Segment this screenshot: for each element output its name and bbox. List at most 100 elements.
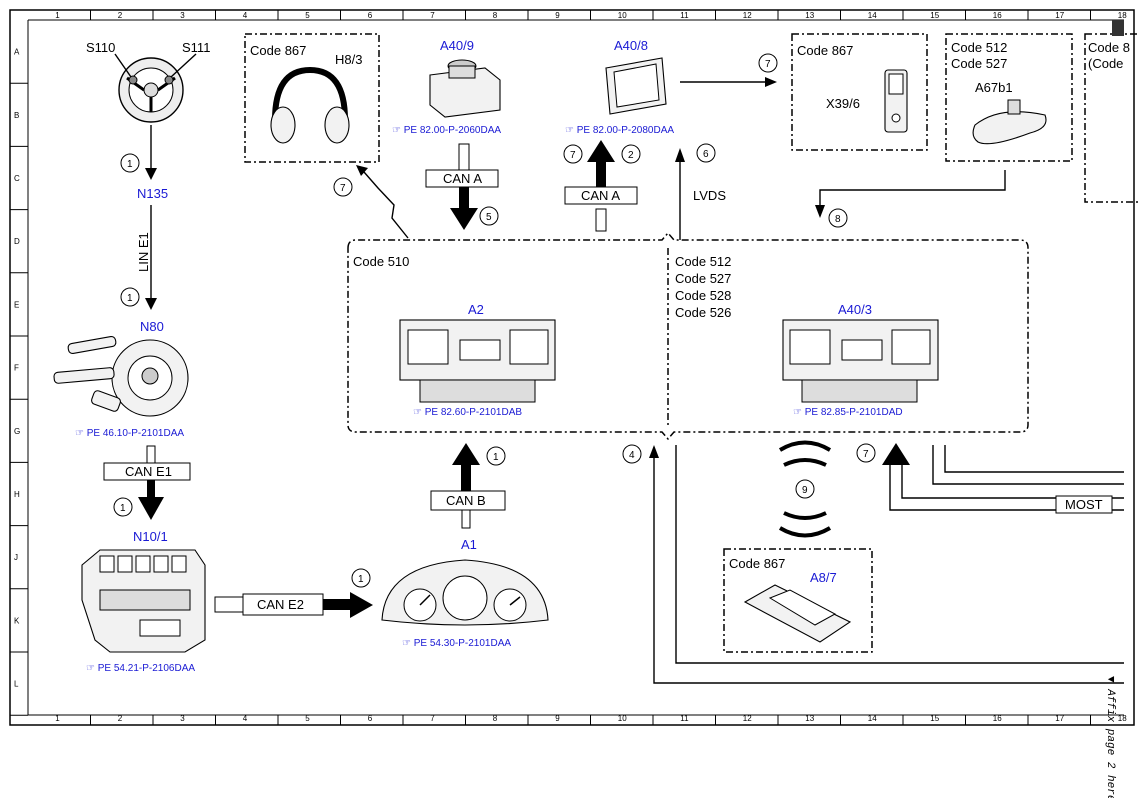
steering-wheel [118, 57, 184, 123]
svg-text:2: 2 [628, 150, 634, 161]
column-label: 12 [743, 11, 752, 20]
column-label: 8 [493, 714, 498, 723]
svg-text:1: 1 [120, 503, 126, 514]
a67b1-box [945, 33, 1073, 162]
callout-7: 7 [758, 53, 778, 73]
row-label: B [14, 111, 19, 120]
s110-label: S110 [86, 40, 115, 55]
ruler-ticks [10, 10, 1091, 725]
a2-label: A2 [468, 302, 484, 317]
column-label: 16 [993, 11, 1002, 20]
a40-9-label: A40/9 [440, 38, 474, 53]
arrow-head [145, 168, 157, 180]
code-867-headphones: Code 867 [250, 43, 306, 58]
can-e2-arrow [350, 592, 373, 618]
column-label: 9 [555, 11, 560, 20]
column-label: 14 [868, 714, 877, 723]
can-b-conduit [461, 509, 471, 529]
most-box [1055, 495, 1113, 514]
rearview-mirror-icon [972, 99, 1047, 145]
column-label: 3 [180, 714, 185, 723]
svg-text:7: 7 [765, 59, 771, 70]
callout-1: 1 [351, 568, 371, 588]
callout-1: 1 [486, 446, 506, 466]
display-unit [605, 57, 667, 115]
row-label: C [14, 174, 20, 183]
svg-text:1: 1 [493, 452, 499, 463]
callout-5: 5 [479, 206, 499, 226]
x39-6-label: X39/6 [826, 96, 860, 111]
column-label: 7 [430, 11, 435, 20]
code-867-x39: Code 867 [797, 43, 853, 58]
can-b-shaft [461, 462, 471, 491]
can-b-arrow [452, 443, 480, 465]
svg-text:5: 5 [486, 212, 492, 223]
callout-1: 1 [120, 153, 140, 173]
controller-knob [429, 59, 501, 118]
a8-7-label: A8/7 [810, 570, 837, 585]
can-a-left-conduit [458, 143, 470, 172]
wire-4-outer [653, 455, 1124, 684]
n135-label: N135 [137, 186, 168, 201]
callout-7: 7 [563, 144, 583, 164]
row-label: L [14, 680, 19, 689]
column-label: 2 [118, 714, 123, 723]
s110-leader [114, 53, 132, 78]
callout-6: 6 [696, 143, 716, 163]
code-528-hu: Code 528 [675, 288, 731, 303]
callout-9: 9 [795, 479, 815, 499]
code-527-hu: Code 527 [675, 271, 731, 286]
can-e1-shaft [147, 480, 155, 498]
can-a-left-shaft [459, 187, 469, 209]
column-label: 5 [305, 714, 310, 723]
can-e2-label: CAN E2 [257, 597, 304, 612]
row-label: D [14, 237, 20, 246]
arrow-head [649, 445, 659, 458]
cutoff-code: Code 8 [1088, 40, 1130, 55]
a40-8-ref: ☞ PE 82.00-P-2080DAA [565, 125, 674, 136]
can-a-right-arrow [587, 140, 615, 162]
a1-label: A1 [461, 537, 477, 552]
most-wire-inner [901, 465, 1124, 499]
column-label: 15 [930, 714, 939, 723]
column-label: 16 [993, 714, 1002, 723]
column-label: 12 [743, 714, 752, 723]
column-label: 13 [805, 11, 814, 20]
arrow-head [815, 205, 825, 218]
arrow-head [356, 165, 368, 176]
can-b-label: CAN B [446, 493, 486, 508]
a40-3-label: A40/3 [838, 302, 872, 317]
svg-text:8: 8 [835, 214, 841, 225]
x39-6-box [791, 33, 928, 151]
column-label: 14 [868, 11, 877, 20]
svg-text:9: 9 [802, 485, 808, 496]
can-a-right-conduit [595, 208, 607, 232]
code-867-remote: Code 867 [729, 556, 785, 571]
n10-1-label: N10/1 [133, 529, 168, 544]
row-label: F [14, 364, 19, 373]
column-label: 5 [305, 11, 310, 20]
remote-control-icon [743, 584, 852, 643]
headphones-icon [270, 66, 350, 144]
n80-ref: ☞ PE 46.10-P-2101DAA [75, 428, 184, 439]
column-label: 6 [368, 714, 373, 723]
most-label: MOST [1065, 497, 1103, 512]
lin-e1-label: LIN E1 [136, 232, 151, 272]
can-e2-shaft [323, 599, 351, 610]
most-wire-outer [889, 465, 1124, 511]
arrow-head [765, 77, 777, 87]
column-label: 18 [1118, 714, 1127, 723]
most-arrow [882, 443, 910, 465]
can-a-right-label: CAN A [581, 188, 620, 203]
a40-8-label: A40/8 [614, 38, 648, 53]
code-526-hu: Code 526 [675, 305, 731, 320]
sam-module [81, 549, 206, 653]
row-label: G [14, 427, 20, 436]
row-label: H [14, 490, 20, 499]
code-512-a67: Code 512 [951, 40, 1007, 55]
radio-unit-a2 [399, 319, 556, 403]
svg-text:7: 7 [863, 449, 869, 460]
column-label: 10 [618, 11, 627, 20]
